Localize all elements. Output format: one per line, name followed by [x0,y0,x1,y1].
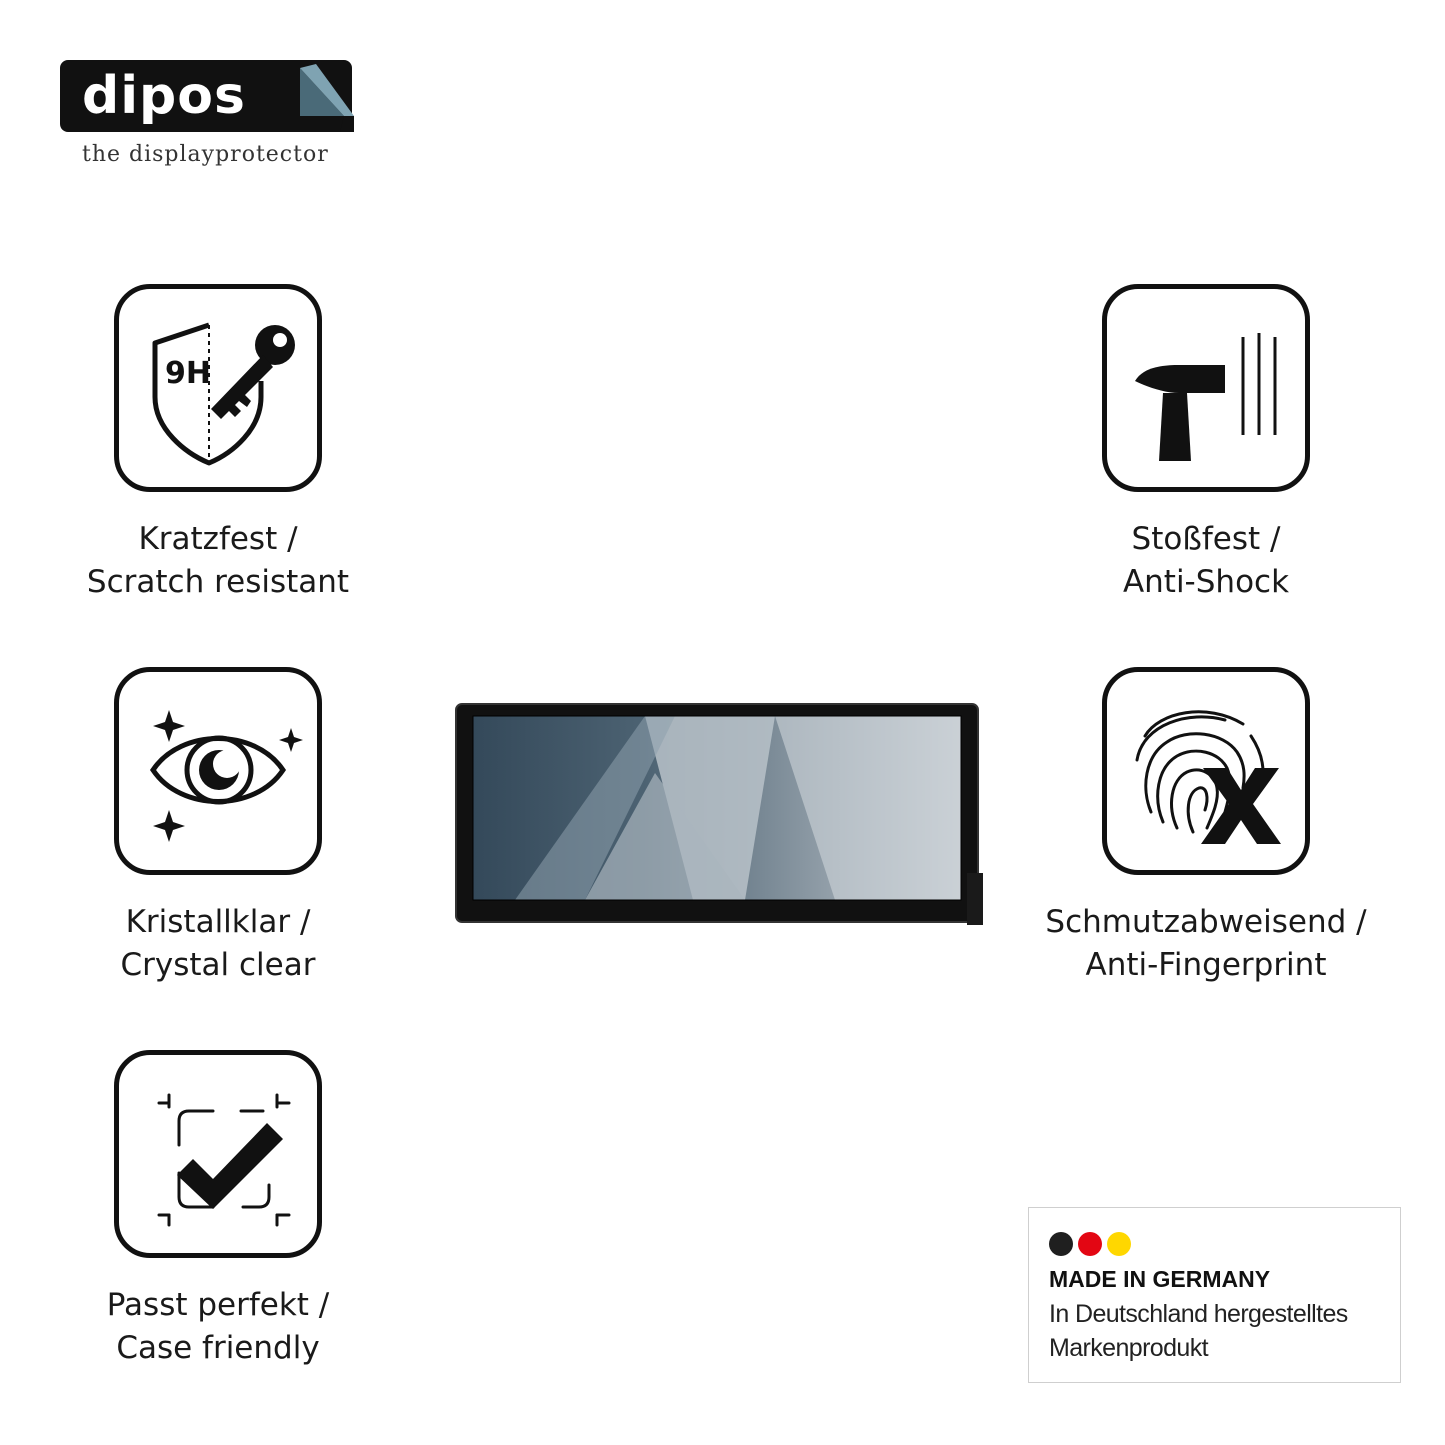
feature-label-en: Anti-Fingerprint [1085,947,1327,983]
feature-label: Kratzfest / Scratch resistant [38,518,398,604]
feature-label-en: Scratch resistant [86,564,350,600]
feature-label: Stoßfest / Anti-Shock [1026,518,1386,604]
badge-line-2: Markenprodukt [1049,1334,1209,1362]
car-display-screen [455,703,983,925]
feature-scratch: 9H Kratzfest / Scratch resistant [38,284,398,604]
icon-frame [114,1050,322,1258]
feature-fingerprint: Schmutzabweisend / Anti-Fingerprint [1026,667,1386,987]
shield-9h-text: 9H [165,356,211,391]
fingerprint-x-icon [1135,710,1281,844]
eye-sparkle-icon [149,710,303,842]
flag-dots [1049,1232,1136,1256]
peel-corner-icon [300,64,354,132]
flag-dot-gold [1107,1232,1131,1256]
shield-9h-key-icon: 9H [152,322,295,466]
feature-label-de: Stoßfest / [1131,521,1281,557]
flag-dot-black [1049,1232,1073,1256]
made-in-germany-badge: MADE IN GERMANY In Deutschland hergestel… [1028,1207,1401,1383]
product-display [455,703,985,927]
feature-shock: Stoßfest / Anti-Shock [1026,284,1386,604]
brand-name: dipos [82,66,246,126]
feature-fit: Passt perfekt / Case friendly [38,1050,398,1370]
feature-label-de: Passt perfekt / [106,1287,330,1323]
feature-label: Passt perfekt / Case friendly [38,1284,398,1370]
flag-dot-red [1078,1232,1102,1256]
feature-label-en: Anti-Shock [1122,564,1290,600]
feature-label: Schmutzabweisend / Anti-Fingerprint [1026,901,1386,987]
brand-tagline: the displayprotector [82,142,329,167]
feature-label-de: Kratzfest / [138,521,298,557]
feature-clear: Kristallklar / Crystal clear [38,667,398,987]
icon-frame [1102,667,1310,875]
feature-label: Kristallklar / Crystal clear [38,901,398,987]
icon-frame: 9H [114,284,322,492]
feature-label-de: Kristallklar / [125,904,311,940]
feature-label-de: Schmutzabweisend / [1045,904,1367,940]
feature-label-en: Crystal clear [120,947,316,983]
brand-logo: dipos the displayprotector [60,60,360,180]
icon-frame [114,667,322,875]
checkmark-frame-icon [157,1093,291,1227]
icon-frame [1102,284,1310,492]
feature-label-en: Case friendly [116,1330,320,1366]
badge-line-1: In Deutschland hergestelltes [1049,1300,1348,1328]
hammer-icon [1135,333,1277,461]
badge-title: MADE IN GERMANY [1049,1266,1271,1292]
